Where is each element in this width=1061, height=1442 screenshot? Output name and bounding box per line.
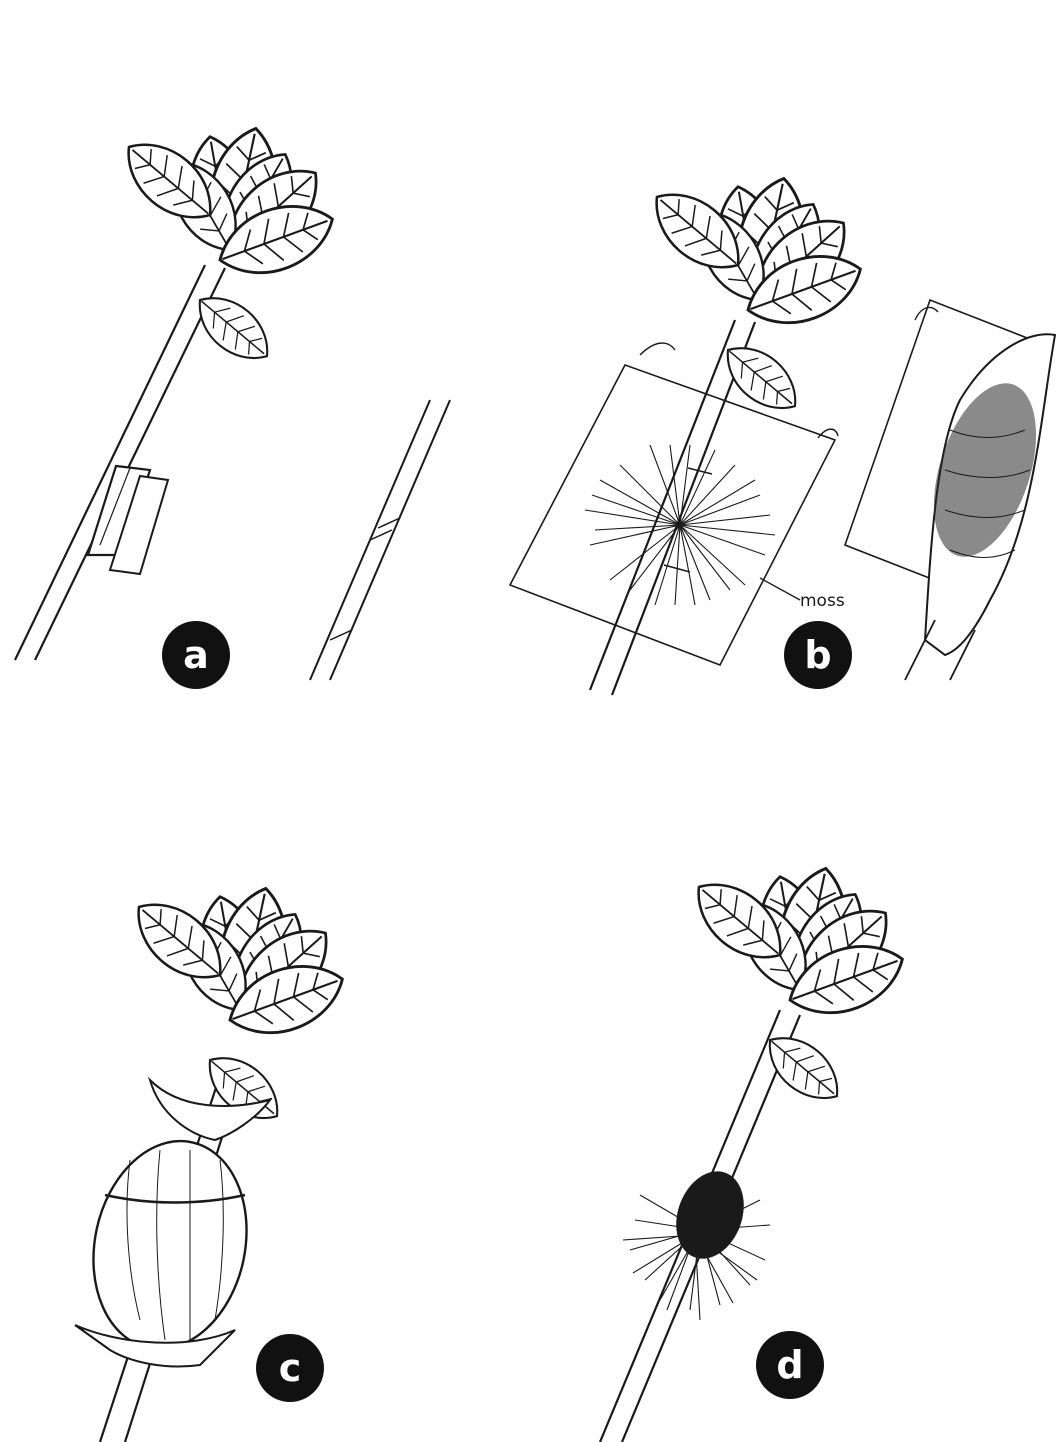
panel-d-label: d [776, 1343, 803, 1387]
root-mass [623, 1162, 770, 1320]
moss-label: moss [800, 591, 845, 611]
panel-b: moss b [510, 172, 1056, 695]
panel-a-label-badge: a [162, 621, 230, 689]
panel-b-label: b [804, 633, 831, 677]
moss-wrapped-detail [845, 300, 1056, 680]
panel-c: c [75, 882, 353, 1442]
panel-b-label-badge: b [784, 621, 852, 689]
panel-d-label-badge: d [756, 1331, 824, 1399]
moss-annotation: moss [760, 578, 845, 611]
panel-d: d [600, 862, 913, 1442]
panel-c-label-badge: c [256, 1334, 324, 1402]
panel-a-label: a [183, 633, 209, 677]
panel-c-label: c [279, 1346, 302, 1390]
panel-d-plant [600, 862, 913, 1442]
panel-a: a [15, 122, 450, 689]
stripped-stem-detail [310, 400, 450, 680]
wrapped-ball [75, 1080, 270, 1367]
panel-a-plant [15, 122, 343, 660]
